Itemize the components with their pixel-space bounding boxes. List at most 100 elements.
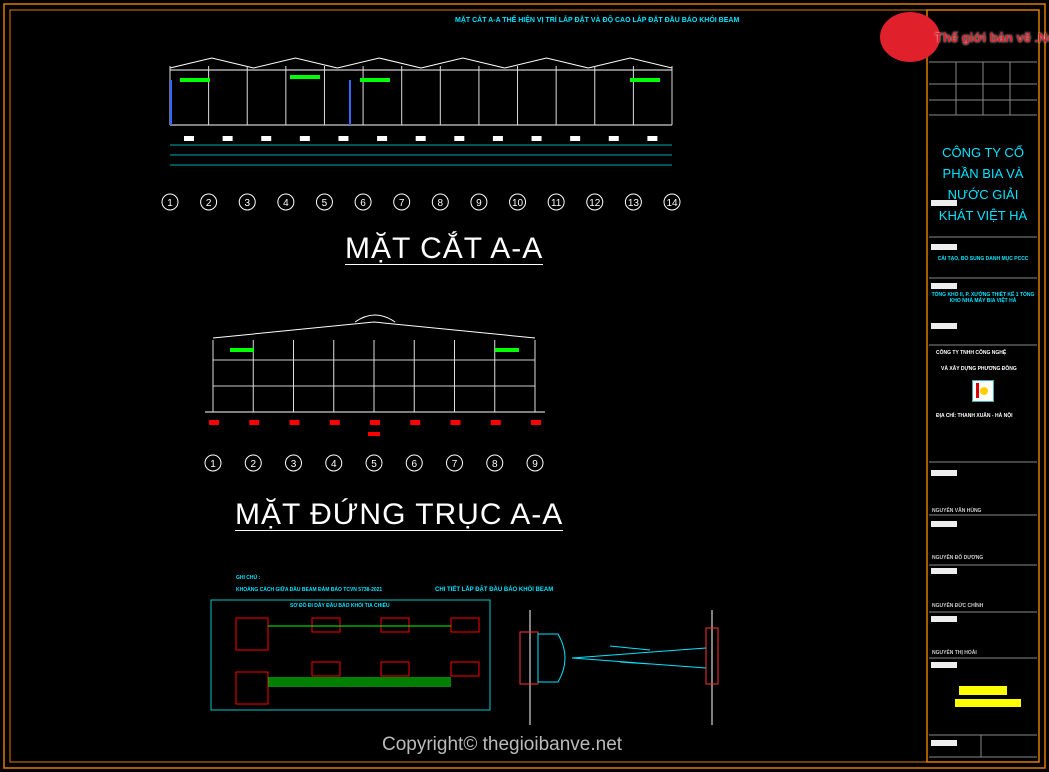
axis-bubble: [663, 193, 681, 211]
dim-label: [184, 136, 194, 141]
dim-label: [531, 420, 541, 425]
axis-label: 4: [283, 198, 289, 209]
axis-bubble: [204, 454, 222, 472]
dim-label: [490, 420, 501, 425]
axis-bubble: [470, 193, 488, 211]
axis-label: 3: [291, 459, 297, 470]
axis-marker: 7: [393, 193, 411, 211]
axis-marker: 3: [285, 454, 302, 472]
beam-detector: [360, 78, 390, 82]
axis-marker: 7: [446, 454, 463, 472]
dim-label: [531, 136, 542, 141]
dim-label: [338, 136, 349, 141]
axis-label: 12: [589, 198, 601, 209]
axis-marker: 6: [354, 193, 372, 211]
axis-label: 4: [331, 459, 337, 470]
roof-truss: [504, 57, 589, 69]
contractor-address: ĐỊA CHỈ: THANH XUÂN - HÀ NỘI: [936, 413, 1013, 419]
yellow-mark: [959, 686, 1007, 695]
detail-title: CHI TIẾT LẮP ĐẶT ĐẦU BÁO KHÓI BEAM: [435, 587, 554, 593]
notes-label: GHI CHÚ :: [236, 575, 261, 581]
axis-label: 11: [551, 198, 562, 209]
title-block-label: [931, 568, 957, 574]
project-name: CẢI TẠO, BỔ SUNG DANH MỤC PCCC: [937, 256, 1029, 262]
axis-marker: 1: [204, 454, 222, 472]
detector-box: [380, 617, 410, 633]
axis-label: 1: [210, 459, 216, 470]
elevation-title: MẶT ĐỨNG TRỤC A-A: [235, 498, 564, 531]
axis-marker: 5: [315, 193, 333, 211]
axis-label: 9: [532, 459, 538, 470]
dim-label: [377, 136, 388, 141]
beam-detector: [630, 78, 660, 82]
dim-label: [299, 136, 310, 141]
title-block-label: [931, 244, 957, 250]
axis-marker: 13: [624, 193, 642, 211]
dim-label: [454, 136, 465, 141]
axis-marker: 4: [325, 454, 343, 472]
detector-box: [450, 661, 480, 677]
roof-line: [212, 321, 536, 339]
axis-bubble: [547, 193, 565, 211]
axis-bubble: [509, 193, 527, 211]
axis-label: 5: [371, 459, 377, 470]
building-name: TỔNG KHO II, P. XƯỞNG THIẾT KẾ 1 TỔNG KH…: [931, 292, 1035, 304]
detector-box: [450, 617, 480, 633]
axis-marker: 4: [277, 193, 295, 211]
axis-label: 3: [244, 198, 250, 209]
beam-detector: [495, 348, 519, 352]
axis-bubble: [405, 454, 423, 472]
axis-bubble: [244, 454, 262, 472]
roof-truss: [588, 57, 673, 69]
detector-box: [311, 661, 341, 677]
dim-label: [261, 136, 272, 141]
roof-truss: [169, 57, 254, 69]
dim-label: [222, 136, 233, 141]
title-block-grid: [929, 61, 1037, 758]
watermark-logo: [880, 12, 940, 62]
title-block-label: [931, 470, 957, 476]
axis-label: 7: [452, 459, 458, 470]
dim-label: [450, 420, 461, 425]
dim-label: [410, 420, 421, 425]
beam-detector: [180, 78, 210, 82]
dim-label: [249, 420, 260, 425]
wiring-title: SƠ ĐỒ ĐI DÂY ĐẦU BÁO KHÓI TIA CHIẾU: [290, 603, 390, 609]
axis-marker: 9: [526, 454, 544, 472]
axis-label: 9: [476, 198, 482, 209]
axis-label: 2: [206, 198, 212, 209]
dim-label: [415, 136, 426, 141]
contractor-name-2: VÀ XÂY DỰNG PHƯƠNG ĐÔNG: [941, 366, 1017, 372]
control-panel: [235, 671, 269, 705]
axis-marker: 3: [238, 193, 256, 211]
axis-label: 7: [399, 198, 405, 209]
section-title: MẶT CẮT A-A: [345, 232, 544, 265]
axis-bubble: [431, 193, 449, 211]
axis-bubble: [285, 454, 302, 472]
signer-name: NGUYỄN ĐỖ DƯƠNG: [932, 555, 984, 561]
axis-marker: 2: [200, 193, 218, 211]
axis-label: 8: [492, 459, 498, 470]
axis-marker: 12: [586, 193, 604, 211]
dim-label: [570, 136, 581, 141]
axis-bubble: [526, 454, 544, 472]
wiring-diagram-frame: [210, 599, 491, 711]
axis-bubble: [486, 454, 504, 472]
roof-truss: [337, 57, 422, 69]
signer-name: NGUYỄN ĐỨC CHÍNH: [932, 603, 984, 609]
axis-marker: 5: [365, 454, 383, 472]
axis-marker: 8: [486, 454, 504, 472]
dim-label: [368, 432, 380, 436]
drawing-header: MẶT CẮT A-A THỂ HIỆN VỊ TRÍ LẮP ĐẶT VÀ Đ…: [455, 17, 740, 24]
axis-bubble: [446, 454, 463, 472]
signer-name: NGUYỄN VĂN HÙNG: [932, 508, 982, 514]
dim-label: [289, 420, 300, 425]
copyright-watermark: Copyright© thegioibanve.net: [382, 734, 623, 755]
axis-label: 1: [167, 198, 173, 209]
axis-label: 2: [250, 459, 256, 470]
beam-detector: [230, 348, 254, 352]
axis-bubble: [393, 193, 411, 211]
